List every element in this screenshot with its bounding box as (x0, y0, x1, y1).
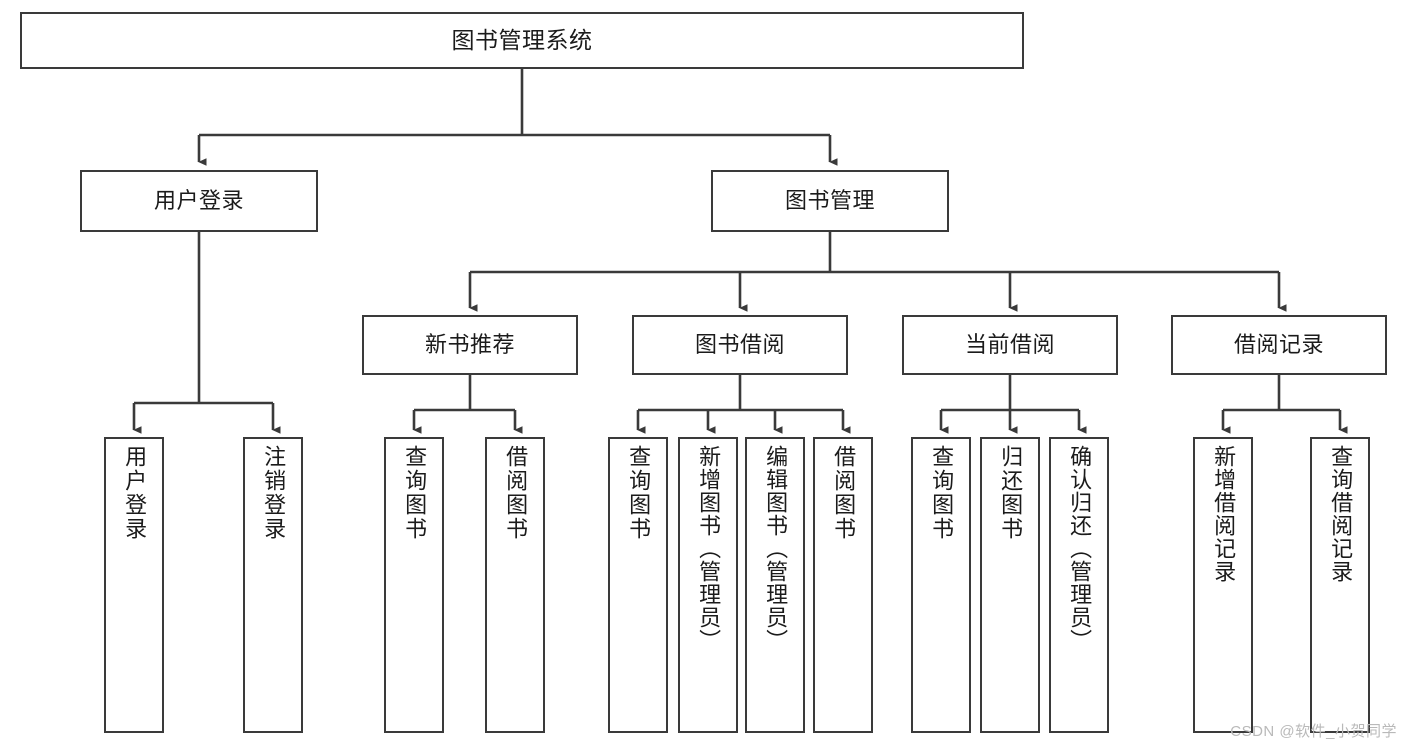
leaf-user-login-login[interactable]: 用户登录 (104, 437, 164, 733)
leaf-borrow-record-add-record[interactable]: 新增借阅记录 (1193, 437, 1253, 733)
node-label: 查询借阅记录 (1328, 445, 1354, 583)
leaf-book-borrow-query-book[interactable]: 查询图书 (608, 437, 668, 733)
node-new-book-recommend[interactable]: 新书推荐 (362, 315, 578, 375)
node-borrow-record[interactable]: 借阅记录 (1171, 315, 1387, 375)
node-label: 图书管理系统 (451, 26, 593, 53)
node-label: 新增图书（管理员） (696, 445, 722, 652)
node-label: 注销登录 (261, 445, 287, 541)
leaf-new-book-query-book[interactable]: 查询图书 (384, 437, 444, 733)
leaf-current-borrow-confirm-return-admin[interactable]: 确认归还（管理员） (1049, 437, 1109, 733)
node-book-management[interactable]: 图书管理 (711, 170, 949, 232)
node-label: 借阅图书 (831, 445, 857, 541)
node-label: 确认归还（管理员） (1067, 445, 1093, 652)
node-label: 新增借阅记录 (1211, 445, 1237, 583)
node-label: 借阅图书 (503, 445, 529, 541)
leaf-new-book-borrow-book[interactable]: 借阅图书 (485, 437, 545, 733)
node-label: 归还图书 (998, 445, 1024, 541)
leaf-current-borrow-query-book[interactable]: 查询图书 (911, 437, 971, 733)
leaf-user-login-logout[interactable]: 注销登录 (243, 437, 303, 733)
node-label: 查询图书 (626, 445, 652, 541)
leaf-current-borrow-return-book[interactable]: 归还图书 (980, 437, 1040, 733)
node-label: 借阅记录 (1233, 332, 1324, 358)
node-label: 查询图书 (929, 445, 955, 541)
leaf-book-borrow-edit-book-admin[interactable]: 编辑图书（管理员） (745, 437, 805, 733)
node-book-borrow[interactable]: 图书借阅 (632, 315, 848, 375)
node-label: 图书借阅 (694, 332, 785, 358)
node-label: 图书管理 (784, 188, 875, 214)
leaf-book-borrow-add-book-admin[interactable]: 新增图书（管理员） (678, 437, 738, 733)
node-current-borrow[interactable]: 当前借阅 (902, 315, 1118, 375)
node-label: 新书推荐 (424, 332, 515, 358)
leaf-book-borrow-borrow-book[interactable]: 借阅图书 (813, 437, 873, 733)
node-user-login[interactable]: 用户登录 (80, 170, 318, 232)
node-label: 查询图书 (402, 445, 428, 541)
node-label: 用户登录 (122, 445, 148, 541)
watermark: CSDN @软件_小贺同学 (1230, 723, 1397, 740)
node-root-book-management-system[interactable]: 图书管理系统 (20, 12, 1024, 69)
node-label: 当前借阅 (964, 332, 1055, 358)
node-label: 编辑图书（管理员） (763, 445, 789, 652)
node-label: 用户登录 (153, 188, 244, 214)
leaf-borrow-record-query-record[interactable]: 查询借阅记录 (1310, 437, 1370, 733)
